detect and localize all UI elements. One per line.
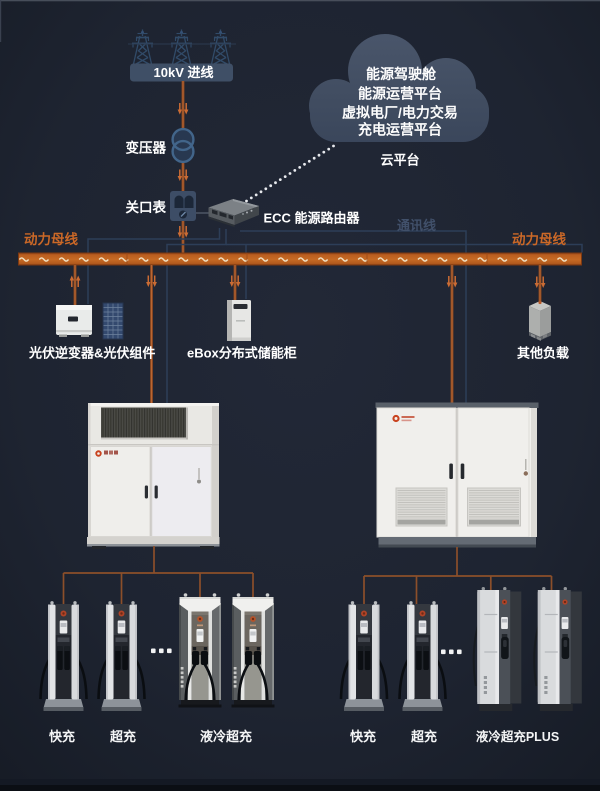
svg-text:虚拟电厂/电力交易: 虚拟电厂/电力交易 — [342, 105, 458, 121]
svg-text:其他负载: 其他负载 — [517, 346, 569, 361]
svg-text:液冷超充: 液冷超充 — [200, 729, 252, 744]
svg-text:关口表: 关口表 — [126, 199, 167, 215]
svg-text:能源运营平台: 能源运营平台 — [358, 86, 442, 102]
svg-text:10kV 进线: 10kV 进线 — [154, 65, 214, 80]
svg-text:ECC 能源路由器: ECC 能源路由器 — [264, 211, 361, 226]
svg-text:通讯线: 通讯线 — [397, 218, 436, 233]
svg-text:快充: 快充 — [350, 729, 376, 744]
svg-text:动力母线: 动力母线 — [512, 231, 566, 247]
svg-text:快充: 快充 — [49, 729, 75, 744]
svg-text:eBox分布式储能柜: eBox分布式储能柜 — [187, 346, 297, 361]
svg-text:液冷超充PLUS: 液冷超充PLUS — [476, 729, 559, 744]
svg-text:充电运营平台: 充电运营平台 — [358, 122, 442, 138]
svg-text:超充: 超充 — [411, 729, 437, 744]
svg-text:变压器: 变压器 — [126, 140, 167, 156]
svg-text:云平台: 云平台 — [380, 153, 419, 168]
svg-text:超充: 超充 — [110, 729, 136, 744]
svg-text:能源驾驶舱: 能源驾驶舱 — [366, 66, 437, 82]
svg-text:光伏逆变器&光伏组件: 光伏逆变器&光伏组件 — [28, 346, 155, 361]
svg-text:动力母线: 动力母线 — [24, 231, 78, 247]
